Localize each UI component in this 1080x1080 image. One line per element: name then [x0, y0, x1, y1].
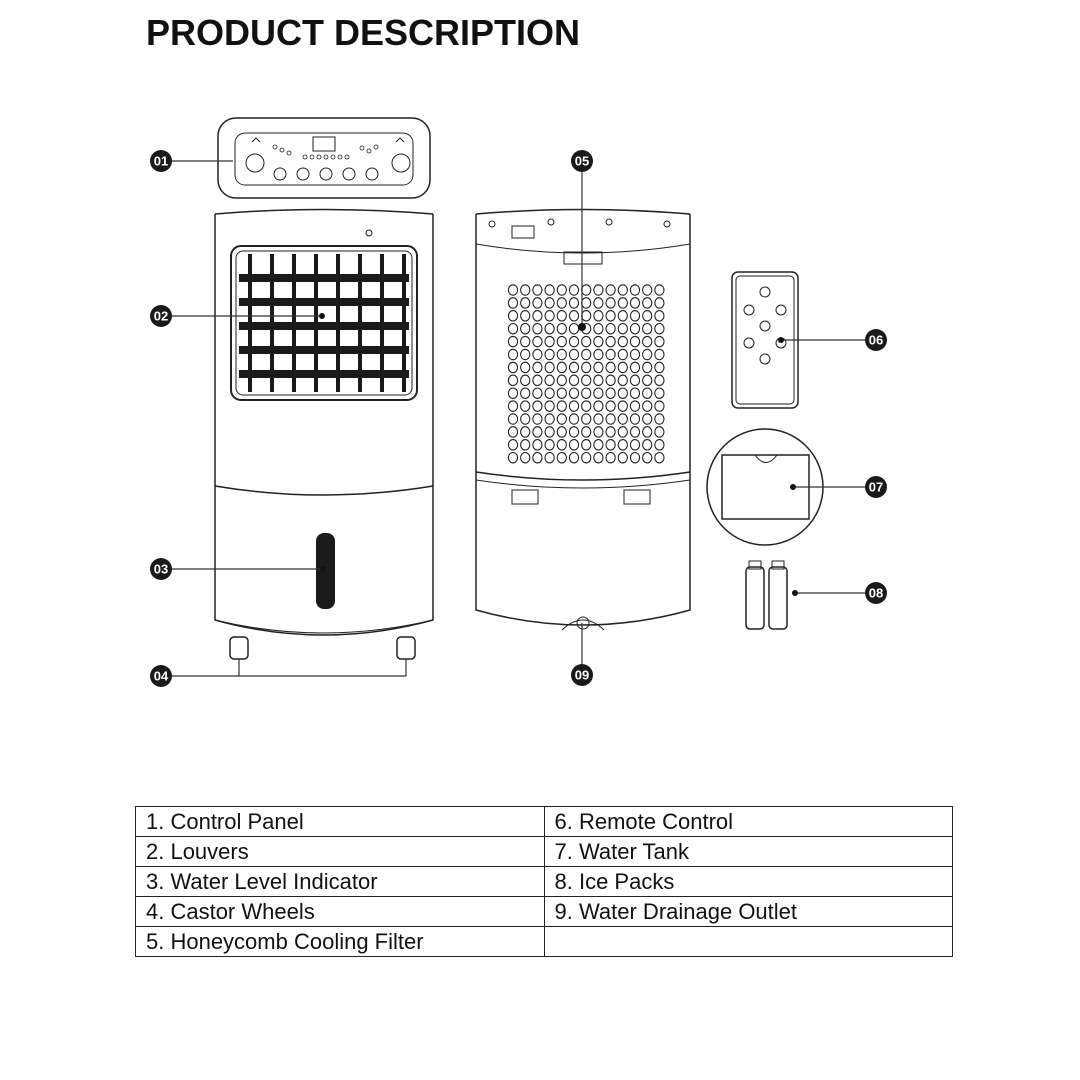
- legend-cell: 3. Water Level Indicator: [135, 866, 545, 897]
- svg-text:05: 05: [575, 154, 589, 169]
- legend-cell: 1. Control Panel: [135, 806, 545, 837]
- legend-row: 1. Control Panel 6. Remote Control: [135, 806, 953, 837]
- parts-legend-table: 1. Control Panel 6. Remote Control 2. Lo…: [135, 806, 953, 957]
- ice-packs-illustration: [745, 560, 788, 630]
- legend-cell: 4. Castor Wheels: [135, 896, 545, 927]
- honeycomb-filter-pattern: [507, 284, 665, 464]
- legend-row: 4. Castor Wheels 9. Water Drainage Outle…: [135, 896, 953, 927]
- callout-02: 02: [150, 305, 172, 327]
- front-unit-illustration: [214, 208, 434, 660]
- legend-cell: 6. Remote Control: [543, 806, 953, 837]
- control-panel-illustration: [217, 117, 431, 199]
- page-title: PRODUCT DESCRIPTION: [146, 12, 581, 53]
- legend-cell: [543, 926, 953, 957]
- product-diagram: 01 02 03 04 05 06 07 08 09: [150, 117, 887, 687]
- svg-text:09: 09: [575, 668, 589, 683]
- callout-06: 06: [865, 329, 887, 351]
- callout-05: 05: [571, 150, 593, 172]
- callout-03: 03: [150, 558, 172, 580]
- svg-text:03: 03: [154, 562, 168, 577]
- legend-row: 5. Honeycomb Cooling Filter: [135, 926, 953, 957]
- svg-text:08: 08: [869, 586, 883, 601]
- legend-cell: 9. Water Drainage Outlet: [543, 896, 953, 927]
- svg-text:04: 04: [154, 669, 169, 684]
- svg-text:01: 01: [154, 154, 168, 169]
- svg-text:02: 02: [154, 309, 168, 324]
- svg-text:06: 06: [869, 333, 883, 348]
- callout-08: 08: [865, 582, 887, 604]
- legend-row: 3. Water Level Indicator 8. Ice Packs: [135, 866, 953, 897]
- legend-cell: 5. Honeycomb Cooling Filter: [135, 926, 545, 957]
- leader-lines: [172, 160, 865, 677]
- callout-07: 07: [865, 476, 887, 498]
- callout-04: 04: [150, 665, 172, 687]
- back-unit-illustration: [475, 208, 691, 631]
- svg-text:07: 07: [869, 480, 883, 495]
- callout-09: 09: [571, 664, 593, 686]
- legend-row: 2. Louvers 7. Water Tank: [135, 836, 953, 867]
- legend-cell: 7. Water Tank: [543, 836, 953, 867]
- callout-01: 01: [150, 150, 172, 172]
- legend-cell: 2. Louvers: [135, 836, 545, 867]
- legend-cell: 8. Ice Packs: [543, 866, 953, 897]
